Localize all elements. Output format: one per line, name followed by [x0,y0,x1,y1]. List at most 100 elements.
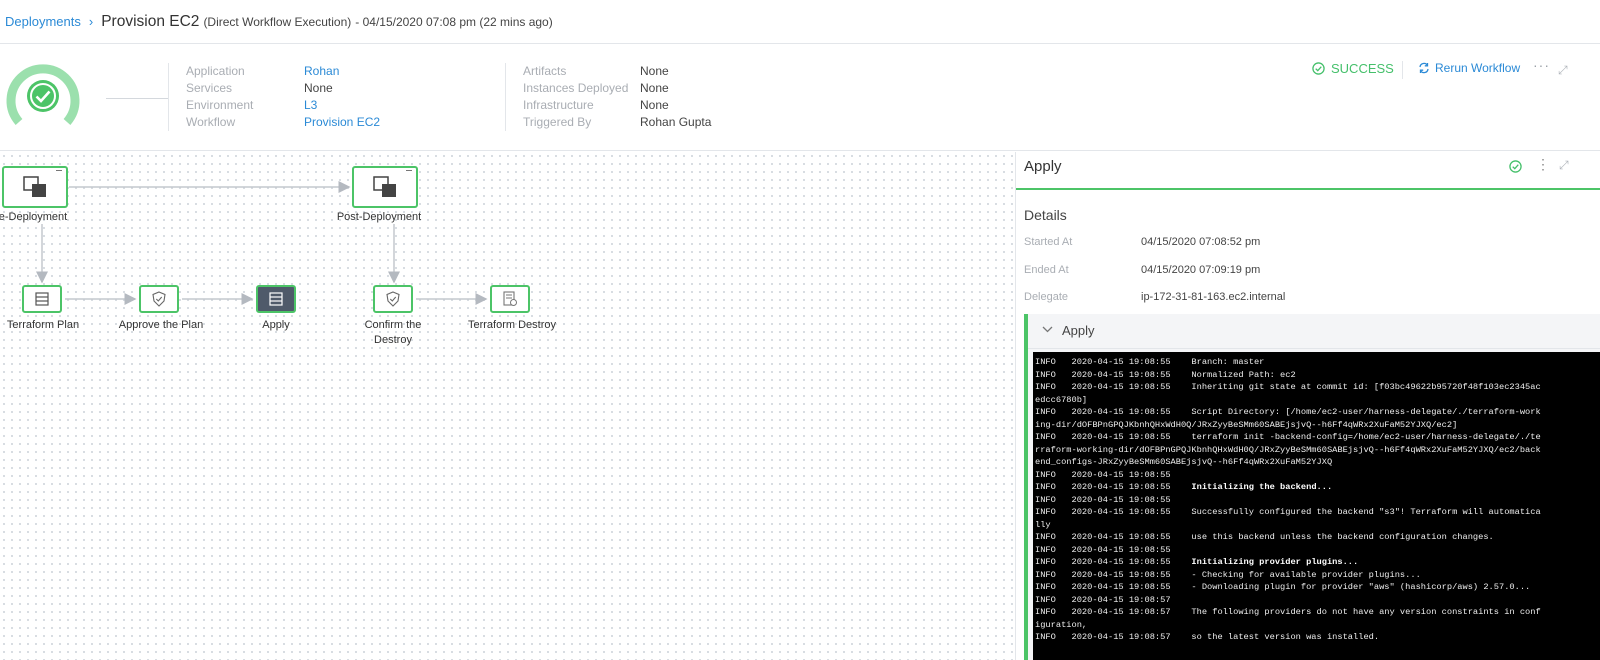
expand-icon[interactable]: ⤢ [1558,63,1568,77]
check-circle-icon [1312,62,1325,75]
node-apply[interactable] [256,285,296,313]
panel-title: Apply [1024,158,1062,175]
details-heading: Details [1024,207,1067,223]
services-value: None [304,81,333,95]
page-subtitle: (Direct Workflow Execution) [203,14,352,29]
ended-at-key: Ended At [1024,264,1069,276]
execution-time: - 04/15/2020 07:08 pm (22 mins ago) [355,14,553,29]
terraform-destroy-icon [503,291,517,306]
log-line: INFO 2020-04-15 19:08:55 Branch: master [1035,357,1265,367]
started-at-row: Started At 04/15/2020 07:08:52 pm [1024,236,1260,248]
rerun-label: Rerun Workflow [1435,61,1521,75]
log-line: end_configs-JRxZyyBeSMm60SABEjsjvQ--h6Ff… [1035,457,1333,467]
log-line: INFO 2020-04-15 19:08:55 [1035,494,1171,505]
check-circle-icon [1509,160,1522,173]
infrastructure-key: Infrastructure [523,98,594,112]
step-details-panel: Apply ⋮ ⤢ Details Started At 04/15/2020 … [1015,152,1600,660]
divider [1402,61,1403,79]
top-bar: Deployments › Provision EC2 (Direct Work… [0,0,1600,44]
node-label-confirm-destroy: Confirm the Destroy [364,319,422,346]
log-line: INFO 2020-04-15 19:08:57 [1035,594,1171,605]
log-line: iguration, [1035,619,1088,630]
delegate-row: Delegate ip-172-31-81-163.ec2.internal [1024,291,1285,303]
node-terraform-plan[interactable] [22,285,62,313]
log-line: INFO 2020-04-15 19:08:57 so the latest v… [1035,632,1380,642]
delegate-key: Delegate [1024,291,1069,303]
ended-at-row: Ended At 04/15/2020 07:09:19 pm [1024,264,1260,276]
chevron-down-icon [1042,326,1053,333]
log-line: INFO 2020-04-15 19:08:55 Inheriting git … [1035,382,1541,392]
instances-key: Instances Deployed [523,81,629,95]
log-section-header[interactable]: Apply [1028,314,1600,349]
panel-header: Apply ⋮ ⤢ [1016,152,1600,190]
node-label-terraform-plan: Terraform Plan [6,319,80,331]
log-line: lly [1035,519,1051,530]
ended-at-value: 04/15/2020 07:09:19 pm [1141,264,1261,276]
infrastructure-value: None [640,98,669,112]
triggered-by-value: Rohan Gupta [640,115,712,129]
rerun-workflow-button[interactable]: Rerun Workflow [1418,61,1520,75]
started-at-key: Started At [1024,236,1073,248]
status-text: SUCCESS [1331,61,1394,76]
instances-value: None [640,81,669,95]
services-key: Services [186,81,233,95]
workflow-canvas[interactable]: e-Deployment Post-Deployment Terraform P… [0,152,1015,660]
log-line: INFO 2020-04-15 19:08:57 The following p… [1035,607,1541,617]
application-key: Application [186,64,245,78]
log-line: INFO 2020-04-15 19:08:55 Script Director… [1035,407,1541,417]
page-title: Provision EC2 [101,12,200,30]
approval-shield-icon [386,291,400,307]
node-confirm-destroy[interactable] [373,285,413,313]
panel-expand-icon[interactable]: ⤢ [1559,158,1569,172]
log-line: INFO 2020-04-15 19:08:55 [1035,469,1171,480]
log-line: edcc6780b] [1035,394,1088,405]
more-options-icon[interactable]: ··· [1533,57,1550,73]
panel-more-icon[interactable]: ⋮ [1536,156,1550,172]
started-at-value: 04/15/2020 07:08:52 pm [1141,236,1261,248]
node-label-apply: Apply [262,319,290,331]
log-line: rraform-working-dir/dOFBPnGPQJKbnhQHxWdH… [1035,444,1541,455]
log-line: ing-dir/dOFBPnGPQJKbnhQHxWdH0Q/JRxZyyBeS… [1035,419,1458,430]
workflow-connectors [36,181,488,305]
breadcrumb-deployments[interactable]: Deployments [5,14,81,29]
chevron-right-icon: › [88,14,94,29]
log-line: INFO 2020-04-15 19:08:55 Normalized Path… [1035,369,1296,380]
log-section-title: Apply [1062,323,1095,338]
approval-shield-icon [152,291,166,307]
artifacts-key: Artifacts [523,64,567,78]
environment-link[interactable]: L3 [304,98,318,112]
log-line: INFO 2020-04-15 19:08:55 Initializing th… [1035,482,1333,492]
gauge-connector [106,98,168,99]
node-terraform-destroy[interactable] [490,285,530,313]
node-pre-deployment[interactable] [2,166,68,208]
log-line: INFO 2020-04-15 19:08:55 - Checking for … [1035,569,1421,580]
refresh-icon [1419,62,1429,74]
log-line: INFO 2020-04-15 19:08:55 Initializing pr… [1035,557,1359,567]
terraform-icon [269,292,283,306]
environment-key: Environment [186,98,254,112]
node-label-post-deployment: Post-Deployment [336,211,422,223]
log-line: INFO 2020-04-15 19:08:55 [1035,544,1171,555]
phase-icon [373,176,396,197]
node-approve-plan[interactable] [139,285,179,313]
terraform-icon [35,292,49,306]
log-line: INFO 2020-04-15 19:08:55 Successfully co… [1035,507,1541,517]
log-line: INFO 2020-04-15 19:08:55 terraform init … [1035,432,1541,442]
node-label-pre-deployment: e-Deployment [0,211,68,223]
node-post-deployment[interactable] [352,166,418,208]
workflow-link[interactable]: Provision EC2 [304,115,381,129]
summary-column-1: Application Rohan Services None Environmen… [168,63,488,131]
triggered-by-key: Triggered By [523,115,592,129]
delegate-value: ip-172-31-81-163.ec2.internal [1141,291,1286,303]
phase-icon [23,176,46,197]
node-label-terraform-destroy: Terraform Destroy [467,319,557,331]
log-section: Apply INFO 2020-04-15 19:08:55 Branch: m… [1024,314,1600,660]
workflow-key: Workflow [186,115,236,129]
application-link[interactable]: Rohan [304,64,340,78]
log-line: INFO 2020-04-15 19:08:55 - Downloading p… [1035,582,1531,592]
artifacts-value: None [640,64,669,78]
log-line: INFO 2020-04-15 19:08:55 use this backen… [1035,532,1494,542]
